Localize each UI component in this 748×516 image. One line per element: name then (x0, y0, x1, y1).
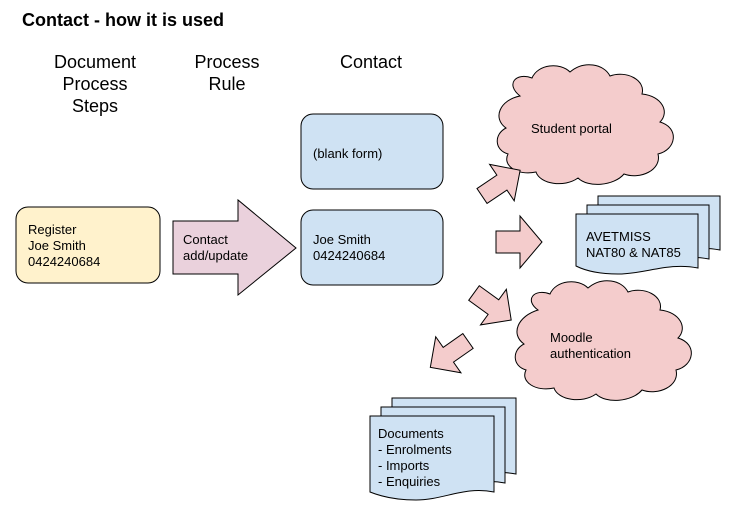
register-box-text: Register Joe Smith 0424240684 (28, 222, 101, 269)
column-heading-process-rule: Process Rule (194, 52, 260, 94)
documents-stack (369, 397, 517, 501)
page-title: Contact - how it is used (22, 10, 225, 30)
column-heading-document-process-steps: Document Process Steps (53, 52, 137, 116)
arrow-to-moodle (468, 285, 512, 326)
arrow-to-avetmiss (495, 214, 543, 270)
avetmiss-document-stack (575, 195, 721, 275)
contact-add-update-label: Contact add/update (183, 232, 249, 263)
contact-record-box (300, 209, 444, 286)
contact-add-update-arrow (172, 198, 297, 297)
avetmiss-label: AVETMISS NAT80 & NAT85 (586, 229, 681, 260)
blank-form-label: (blank form) (313, 146, 383, 161)
column-heading-contact: Contact (339, 52, 403, 72)
blank-form-box (300, 113, 444, 190)
arrow-to-student-portal (476, 163, 521, 205)
register-box (15, 206, 161, 284)
student-portal-cloud (496, 64, 674, 185)
documents-label: Documents - Enrolments - Imports - Enqui… (378, 426, 452, 489)
arrow-to-documents (429, 332, 474, 374)
contact-record-text: Joe Smith 0424240684 (313, 232, 386, 263)
student-portal-label: Student portal (531, 121, 612, 136)
moodle-label: Moodle authentication (550, 330, 631, 361)
moodle-cloud (514, 280, 692, 401)
